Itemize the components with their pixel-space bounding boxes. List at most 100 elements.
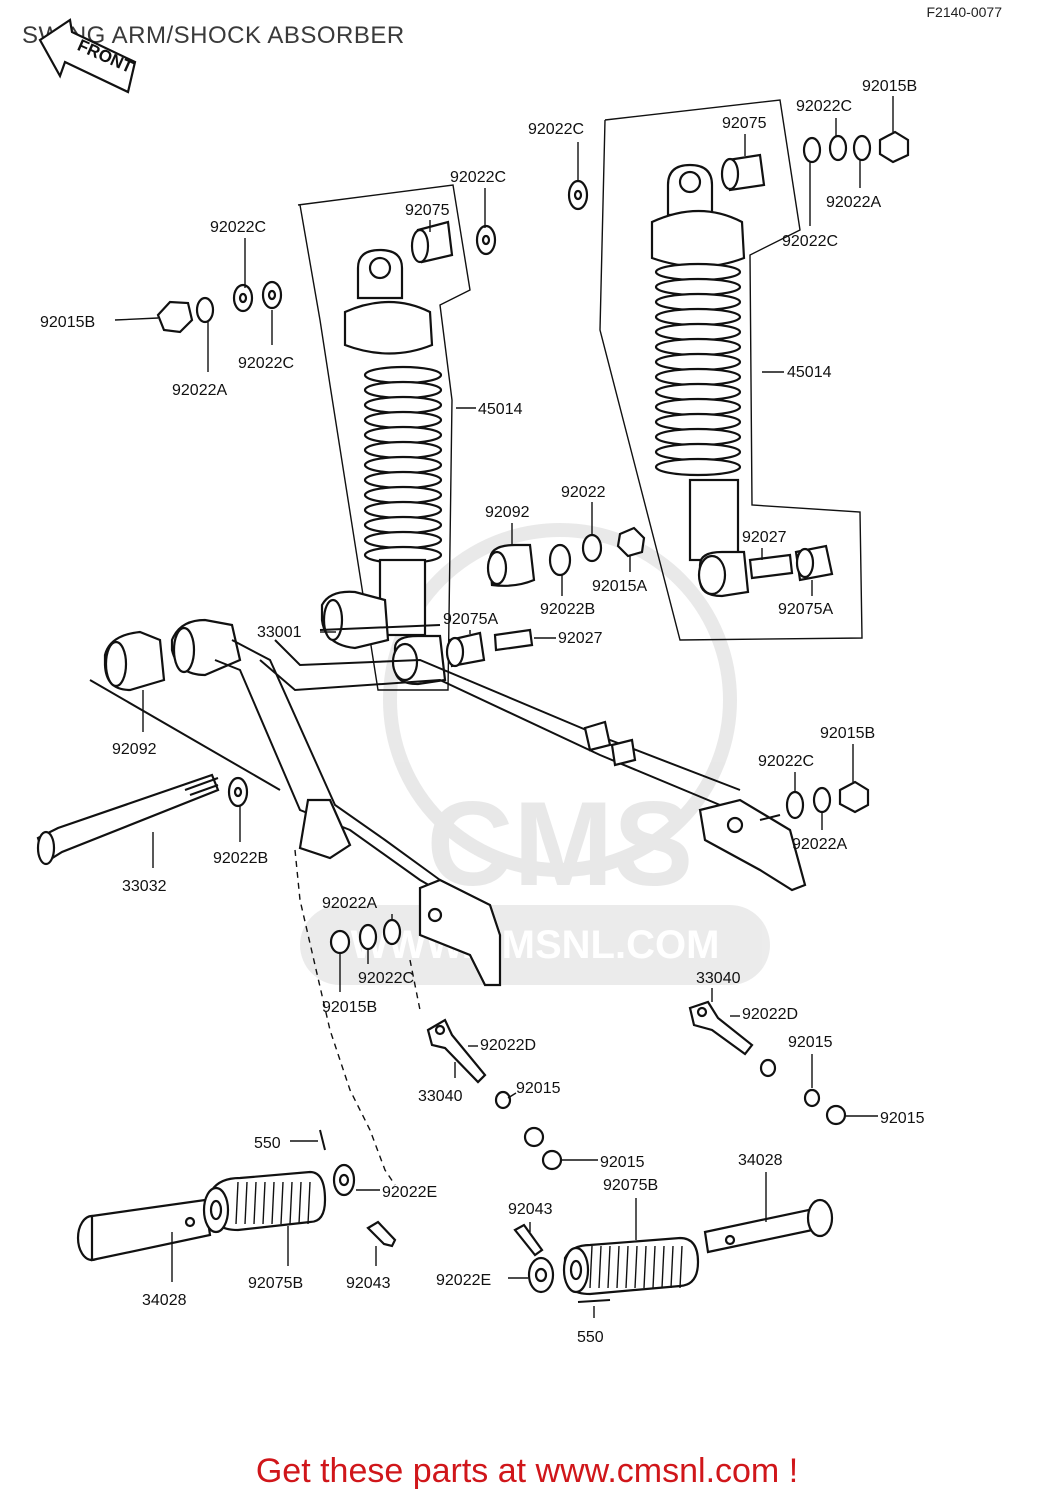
part-callout-92022d[interactable]: 92022D [480,1037,536,1054]
part-callout-92022c[interactable]: 92022C [528,121,584,138]
dashed-alignment-lines [294,849,421,1186]
spring-coil [363,485,443,505]
part-callout-550[interactable]: 550 [577,1329,604,1346]
spring-coil [363,395,443,415]
part-callout-92022c[interactable]: 92022C [450,169,506,186]
part-callout-33032[interactable]: 33032 [122,878,167,895]
part-callout-34028[interactable]: 34028 [738,1152,783,1169]
part-callout-92015[interactable]: 92015 [788,1034,833,1051]
spring-coil [363,500,443,520]
part-callout-34028[interactable]: 34028 [142,1292,187,1309]
spring-coil [363,365,443,385]
part-callout-92022c[interactable]: 92022C [782,233,838,250]
part-callout-92027[interactable]: 92027 [558,630,603,647]
part-callout-92043[interactable]: 92043 [346,1275,391,1292]
part-callout-92075b[interactable]: 92075B [603,1177,658,1194]
callout-leader-lines [114,96,894,1318]
part-callout-92015[interactable]: 92015 [600,1154,645,1171]
part-callout-92022e[interactable]: 92022E [436,1272,491,1289]
footpeg-rib [616,1245,620,1289]
part-callout-92015a[interactable]: 92015A [592,578,647,595]
spring-coil [363,410,443,430]
part-callout-92022c[interactable]: 92022C [358,970,414,987]
part-callout-92022a[interactable]: 92022A [322,895,377,912]
part-callout-92092[interactable]: 92092 [112,741,157,758]
chain-adjusters [426,1000,847,1171]
part-callout-92075[interactable]: 92075 [405,202,450,219]
right-axle-hardware [785,780,870,820]
part-callout-550[interactable]: 550 [254,1135,281,1152]
part-callout-92015b[interactable]: 92015B [322,999,377,1016]
spring-coil [654,397,742,417]
part-callout-92022c[interactable]: 92022C [796,98,852,115]
spring-coil [654,412,742,432]
right-shock-group-outline [599,99,863,641]
footpeg-rib [679,1245,683,1289]
footpeg-rib [262,1181,266,1225]
footpeg-rib [271,1181,275,1225]
part-callout-92075[interactable]: 92075 [722,115,767,132]
spring-coil [654,352,742,372]
spring-coil [654,382,742,402]
footpeg-rib [244,1181,248,1225]
footpeg-rib [661,1245,665,1289]
part-callout-92022c[interactable]: 92022C [238,355,294,372]
footpeg-rib [634,1245,638,1289]
part-callout-45014[interactable]: 45014 [478,401,523,418]
part-callout-92015b[interactable]: 92015B [862,78,917,95]
pivot-bolt [36,773,249,866]
part-callout-92022a[interactable]: 92022A [826,194,881,211]
part-callout-92022c[interactable]: 92022C [758,753,814,770]
footpeg-rib [598,1245,602,1289]
footpeg-rib [607,1245,611,1289]
part-callout-92022a[interactable]: 92022A [172,382,227,399]
footpeg-rib [280,1181,284,1225]
part-callout-92022c[interactable]: 92022C [210,219,266,236]
left-shock-absorber [343,248,447,686]
spring-coil [654,442,742,462]
drawing-code: F2140-0077 [926,4,1002,20]
footpeg-rib [253,1181,257,1225]
part-callout-33040[interactable]: 33040 [418,1088,463,1105]
part-callout-92075a[interactable]: 92075A [443,611,498,628]
spring-coil [654,307,742,327]
footpeg-rib [652,1245,656,1289]
cms-watermark: CMS WWW.CMSNL.COM [300,523,770,985]
watermark-logo-text: CMS [427,777,694,911]
part-callout-92015b[interactable]: 92015B [820,725,875,742]
part-callout-92022b[interactable]: 92022B [213,850,268,867]
part-callout-92022b[interactable]: 92022B [540,601,595,618]
part-callout-92027[interactable]: 92027 [742,529,787,546]
footpeg-rib [643,1245,647,1289]
part-callout-33040[interactable]: 33040 [696,970,741,987]
callout-labels: 92022C92015B92022C9207592022C92022A92022… [40,78,925,1346]
part-callout-92022[interactable]: 92022 [561,484,606,501]
footpeg-rib [625,1245,629,1289]
part-callout-92075b[interactable]: 92075B [248,1275,303,1292]
part-callout-92015[interactable]: 92015 [880,1110,925,1127]
part-callout-45014[interactable]: 45014 [787,364,832,381]
part-callout-92015b[interactable]: 92015B [40,314,95,331]
footpeg-rib [289,1181,293,1225]
spring-coil [654,367,742,387]
part-callout-92092[interactable]: 92092 [485,504,530,521]
part-callout-92015[interactable]: 92015 [516,1080,561,1097]
spring-coil [363,530,443,550]
spring-coil [363,425,443,445]
part-callout-92075a[interactable]: 92075A [778,601,833,618]
spring-coil [654,337,742,357]
front-arrow-icon: FRONT [38,18,136,94]
part-callout-92022e[interactable]: 92022E [382,1184,437,1201]
footpeg-rib [298,1181,302,1225]
watermark-url-text: WWW.CMSNL.COM [351,923,720,967]
callout-leader-c38 [507,1092,517,1099]
part-callout-33001[interactable]: 33001 [257,624,302,641]
part-callout-92043[interactable]: 92043 [508,1201,553,1218]
part-callout-92022a[interactable]: 92022A [792,836,847,853]
footpeg-rib [589,1245,593,1289]
left-shock-group-outline [297,184,471,691]
footer-promo-link[interactable]: Get these parts at www.cmsnl.com ! [255,1452,799,1490]
part-callout-92022d[interactable]: 92022D [742,1006,798,1023]
